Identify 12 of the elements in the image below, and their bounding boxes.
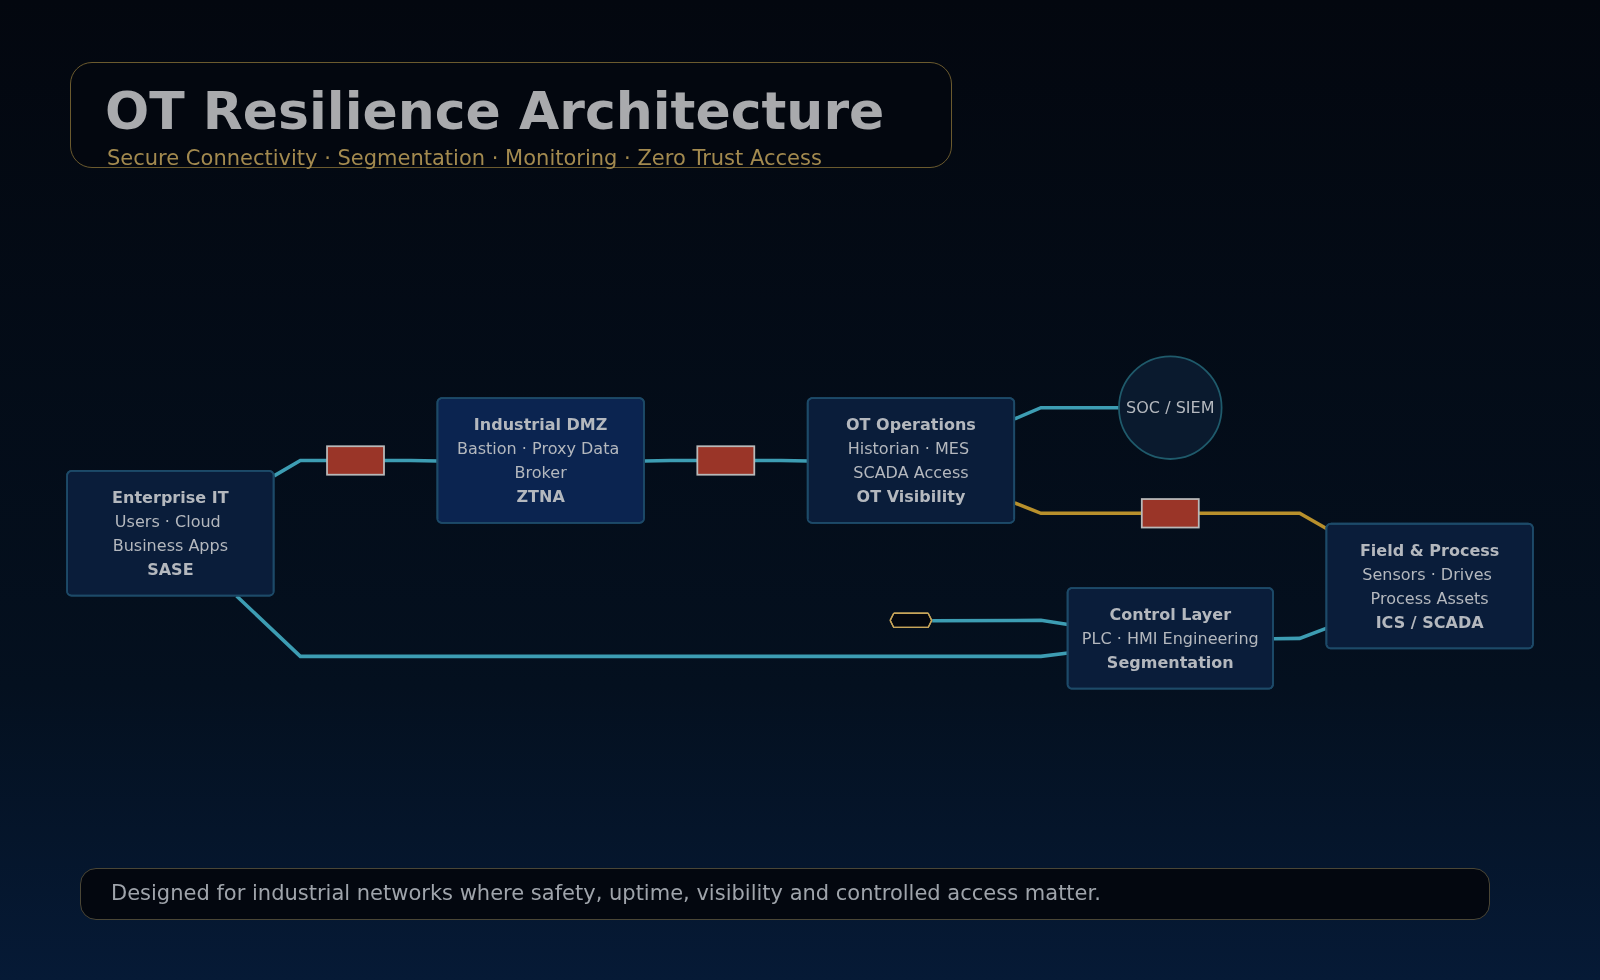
connector bbox=[644, 458, 698, 463]
node-box bbox=[696, 445, 756, 476]
connector bbox=[1198, 511, 1328, 531]
node-circle: SOC / SIEM bbox=[1118, 355, 1223, 460]
node-box bbox=[1140, 498, 1200, 529]
caption: Designed for industrial networks where safety, uptime, visibility and controlled access matter. bbox=[80, 868, 1490, 920]
node-box bbox=[326, 445, 385, 476]
subtitle: Secure Connectivity · Segmentation · Monitoring · Zero Trust Access bbox=[107, 145, 822, 171]
connector bbox=[1014, 501, 1142, 516]
connector bbox=[273, 458, 328, 478]
diagram-title: OT Resilience Architecture bbox=[105, 81, 885, 141]
connector bbox=[384, 458, 438, 463]
